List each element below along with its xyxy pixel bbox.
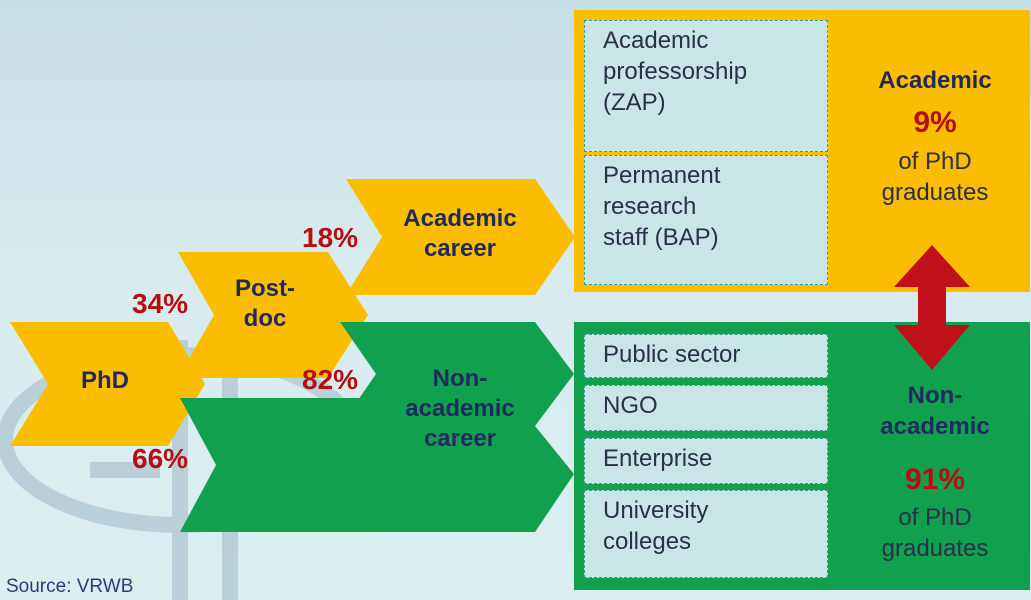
academic-position-box: Academic professorship (ZAP)	[584, 20, 828, 152]
academic-position-box: Permanent research staff (BAP)	[584, 155, 828, 285]
nonacademic-outcome-pct: 91%	[904, 463, 966, 496]
pct-phd-to-postdoc: 34%	[132, 288, 189, 319]
pct-postdoc-to-nonacademic: 82%	[302, 364, 359, 395]
pct-postdoc-to-academic: 18%	[302, 222, 359, 253]
pct-phd-to-nonacademic: 66%	[132, 443, 189, 474]
postdoc-arrow	[178, 252, 368, 378]
nonacademic-outcome-desc: of PhD graduates	[881, 504, 989, 563]
nonacademic-position-box: Public sector	[584, 334, 828, 378]
academic-career-label: Academic career	[403, 205, 517, 262]
academic-career-arrow	[346, 179, 575, 295]
phd-arrow	[10, 322, 205, 446]
nonacademic-career-label: Non- academic career	[405, 365, 515, 452]
nonacademic-position-box: University colleges	[584, 490, 828, 578]
phd-label: PhD	[81, 367, 129, 394]
double-arrow	[894, 245, 970, 370]
nonacademic-position-box: NGO	[584, 385, 828, 431]
postdoc-label: Post- doc	[235, 275, 295, 332]
phd-nonacademic-arrow	[180, 398, 574, 532]
nonacademic-outcome-title: Non- academic	[880, 382, 990, 441]
academic-outcome-pct: 9%	[913, 106, 957, 139]
academic-outcome-desc: of PhD graduates	[881, 148, 989, 207]
source-note: Source: VRWB	[6, 576, 134, 597]
nonacademic-position-box: Enterprise	[584, 438, 828, 484]
academic-outcome-title: Academic	[878, 67, 992, 94]
